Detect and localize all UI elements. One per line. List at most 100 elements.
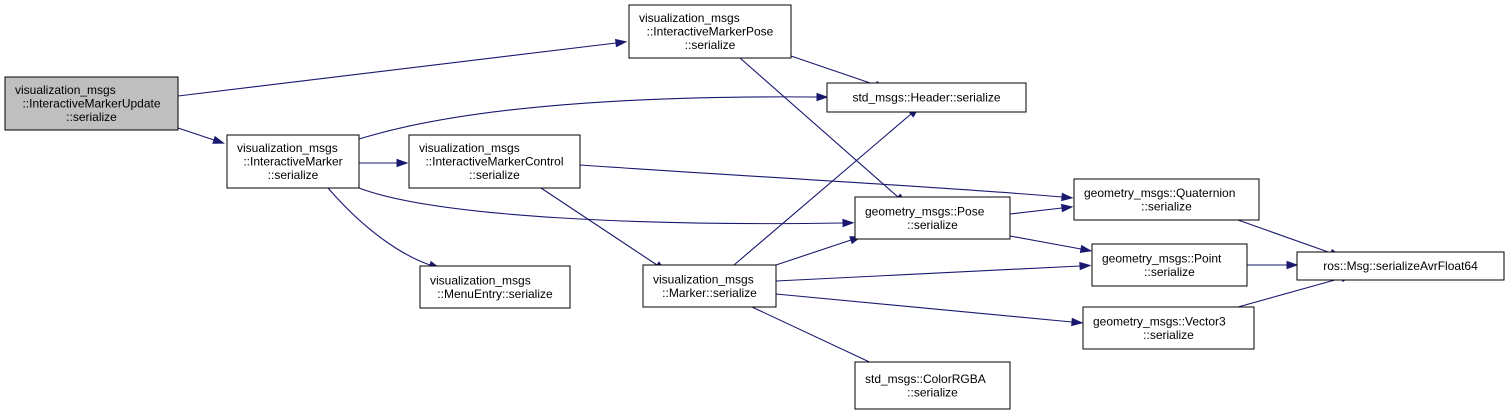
node-pose-msg[interactable]: visualization_msgs::InteractiveMarkerPos… — [628, 4, 792, 59]
edge-line — [1009, 207, 1063, 215]
node-point[interactable]: geometry_msgs::Point::serialize — [1091, 243, 1248, 287]
node-label-line: ::InteractiveMarkerPose — [647, 25, 774, 39]
edge-marker_im-header — [358, 92, 829, 140]
node-label-line: ::MenuEntry::serialize — [437, 287, 553, 301]
node-marker-im[interactable]: visualization_msgs::InteractiveMarker::s… — [226, 134, 360, 189]
edge-line — [775, 293, 1073, 323]
node-label-line: ::Marker::serialize — [662, 286, 757, 300]
node-box — [226, 134, 360, 189]
node-box — [1082, 306, 1255, 350]
arrowhead — [1079, 261, 1092, 271]
edge-pose-quaternion — [1009, 203, 1074, 215]
node-label-line: ros::Msg::serializeAvrFloat64 — [1323, 259, 1478, 273]
node-box — [419, 265, 571, 309]
edge-pose_msg-pose — [739, 57, 907, 205]
node-label-line: geometry_msgs::Vector3 — [1093, 314, 1226, 328]
node-label-line: ::serialize — [1143, 328, 1194, 342]
edge-line — [358, 187, 844, 225]
edge-line — [733, 113, 912, 266]
edge-line — [177, 42, 617, 97]
edge-update-pose_msg — [177, 38, 628, 97]
node-vector3[interactable]: geometry_msgs::Vector3::serialize — [1082, 306, 1255, 350]
node-label-line: ::serialize — [469, 168, 520, 182]
node-label-line: ::InteractiveMarkerControl — [425, 155, 563, 169]
node-marker[interactable]: visualization_msgs::Marker::serialize — [642, 264, 777, 308]
edge-line — [739, 57, 899, 198]
edge-line — [579, 164, 1063, 198]
edge-line — [1237, 219, 1332, 254]
arrowhead — [842, 218, 855, 228]
node-label-line: ::InteractiveMarker — [243, 155, 342, 169]
node-label-line: geometry_msgs::Pose — [865, 204, 985, 218]
node-box — [4, 76, 179, 131]
edge-line — [327, 187, 431, 266]
node-label-line: ::serialize — [685, 38, 736, 52]
arrowhead — [615, 38, 628, 48]
edge-line — [540, 187, 658, 266]
node-avr[interactable]: ros::Msg::serializeAvrFloat64 — [1296, 251, 1505, 281]
node-box — [854, 361, 1011, 410]
edge-pose-point — [1009, 235, 1093, 254]
edge-line — [751, 306, 879, 367]
node-label-line: ::serialize — [907, 385, 958, 399]
node-label-line: ::serialize — [1144, 265, 1195, 279]
node-label-line: ::serialize — [66, 110, 117, 124]
node-label-line: visualization_msgs — [419, 141, 520, 155]
arrowhead — [396, 158, 409, 168]
node-label-line: visualization_msgs — [653, 272, 754, 286]
edge-line — [1009, 235, 1082, 250]
node-header[interactable]: std_msgs::Header::serialize — [826, 82, 1027, 113]
nodes-layer: visualization_msgs::InteractiveMarkerUpd… — [4, 4, 1505, 410]
node-label-line: geometry_msgs::Point — [1102, 251, 1222, 265]
node-box — [826, 82, 1027, 113]
node-label-line: ::serialize — [1141, 199, 1192, 213]
node-label-line: std_msgs::ColorRGBA — [865, 372, 986, 386]
arrowhead — [1079, 244, 1093, 254]
node-label-line: ::InteractiveMarkerUpdate — [22, 97, 160, 111]
edge-marker-point — [775, 261, 1092, 282]
edge-line — [1237, 277, 1343, 308]
node-label-line: visualization_msgs — [639, 11, 740, 25]
edge-line — [358, 96, 818, 140]
node-label-line: std_msgs::Header::serialize — [852, 91, 1000, 105]
node-box — [642, 264, 777, 308]
edge-marker-pose — [775, 236, 862, 266]
arrowhead — [1061, 192, 1074, 202]
node-update[interactable]: visualization_msgs::InteractiveMarkerUpd… — [4, 76, 179, 131]
edge-marker_im-pose — [358, 187, 855, 228]
edge-marker-header — [733, 106, 920, 266]
node-box — [1296, 251, 1505, 281]
edge-line — [790, 55, 877, 86]
node-label-line: visualization_msgs — [430, 273, 531, 287]
edge-control-quaternion — [579, 164, 1074, 202]
edge-point-avr — [1247, 260, 1299, 270]
edge-line — [775, 265, 1081, 282]
edge-line — [177, 127, 215, 141]
node-label-line: ::serialize — [907, 218, 958, 232]
node-color[interactable]: std_msgs::ColorRGBA::serialize — [854, 361, 1011, 410]
node-box — [628, 4, 792, 59]
node-box — [408, 134, 581, 189]
node-box — [1073, 178, 1260, 221]
node-menu[interactable]: visualization_msgs::MenuEntry::serialize — [419, 265, 571, 309]
arrowhead — [212, 135, 225, 144]
edge-line — [775, 239, 852, 266]
node-label-line: ::serialize — [268, 168, 319, 182]
node-box — [854, 196, 1011, 240]
arrowhead — [1061, 203, 1074, 213]
arrowhead — [816, 92, 829, 102]
edge-control-marker — [540, 187, 667, 272]
node-box — [1091, 243, 1248, 287]
edge-marker-color — [751, 306, 889, 371]
edge-update-marker_im — [177, 127, 225, 144]
edge-marker-vector3 — [775, 293, 1084, 327]
node-label-line: geometry_msgs::Quaternion — [1084, 186, 1235, 200]
node-quaternion[interactable]: geometry_msgs::Quaternion::serialize — [1073, 178, 1260, 221]
node-control[interactable]: visualization_msgs::InteractiveMarkerCon… — [408, 134, 581, 189]
node-pose[interactable]: geometry_msgs::Pose::serialize — [854, 196, 1011, 240]
edge-marker_im-menu — [327, 187, 441, 269]
edge-marker_im-control — [359, 158, 409, 168]
node-label-line: visualization_msgs — [15, 83, 116, 97]
edge-quaternion-avr — [1237, 219, 1342, 257]
